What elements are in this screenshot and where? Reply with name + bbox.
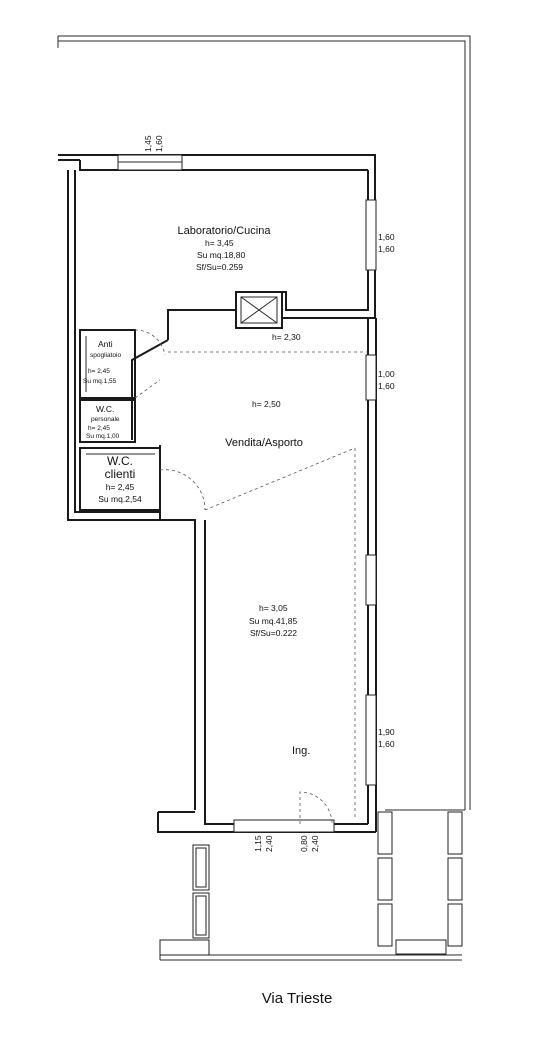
window-right-2 bbox=[365, 354, 377, 401]
window-right-3 bbox=[365, 554, 377, 606]
dimension-right-window-3: 1,90 1,60 bbox=[378, 727, 395, 749]
room-ratio: Sf/Su=0.259 bbox=[196, 262, 243, 272]
dimension-bottom-left: 1,15 2,40 bbox=[253, 835, 274, 852]
dim-width: 1,00 bbox=[378, 369, 395, 379]
room-height: h= 3,45 bbox=[205, 238, 234, 248]
room-name-2: clienti bbox=[105, 467, 136, 481]
dim-height: 1,60 bbox=[378, 244, 395, 254]
room-height: h= 2,45 bbox=[88, 368, 110, 375]
room-anti: Anti spogliatoio h= 2,45 Su mq.1,55 bbox=[83, 339, 121, 385]
dimension-right-window-1: 1,60 1,60 bbox=[378, 232, 395, 254]
room-area: Su mq.2,54 bbox=[98, 494, 142, 504]
room-ratio: Sf/Su=0.222 bbox=[250, 628, 297, 638]
dim-width: 0,80 bbox=[299, 835, 309, 852]
street-label: Via Trieste bbox=[262, 990, 333, 1007]
room-area: Su mq.1,00 bbox=[86, 433, 120, 440]
door-swings bbox=[134, 329, 368, 825]
room-height-upper: h= 2,50 bbox=[252, 399, 281, 409]
room-wc-personale: W.C. personale h= 2,45 Su mq.1,00 bbox=[86, 404, 120, 440]
room-area: Su mq.18,80 bbox=[197, 250, 245, 260]
room-name: Laboratorio/Cucina bbox=[178, 225, 272, 237]
room-name: W.C. bbox=[107, 454, 133, 468]
room-height: h= 2,30 bbox=[272, 332, 301, 342]
shaft bbox=[235, 291, 283, 329]
room-name: Anti bbox=[98, 339, 113, 349]
dim-height: 1,60 bbox=[378, 381, 395, 391]
room-subname: spogliatoio bbox=[90, 352, 121, 359]
room-area: Su mq.1,55 bbox=[83, 378, 117, 385]
window-right-1 bbox=[365, 199, 377, 271]
room-name: Vendita/Asporto bbox=[225, 437, 303, 449]
entrance-label: Ing. bbox=[292, 745, 310, 757]
room-vendita: h= 2,50 Vendita/Asporto h= 3,05 Su mq.41… bbox=[225, 399, 310, 757]
room-height: h= 3,05 bbox=[259, 603, 288, 613]
dim-width: 1,90 bbox=[378, 727, 395, 737]
room-area: Su mq.41,85 bbox=[249, 616, 297, 626]
window-right-4 bbox=[365, 694, 377, 786]
dim-width: 1,60 bbox=[378, 232, 395, 242]
dim-height: 2,40 bbox=[310, 835, 320, 852]
dimension-right-window-2: 1,00 1,60 bbox=[378, 369, 395, 391]
planters bbox=[159, 811, 463, 956]
dim-width: 1,15 bbox=[253, 835, 263, 852]
room-laboratorio: Laboratorio/Cucina h= 3,45 Su mq.18,80 S… bbox=[178, 225, 272, 272]
dim-width: 1,45 bbox=[143, 135, 153, 152]
room-corridor: h= 2,30 bbox=[272, 332, 301, 342]
room-wc-clienti: W.C. clienti h= 2,45 Su mq.2,54 bbox=[98, 454, 142, 504]
windows bbox=[117, 154, 377, 833]
dimension-top-window: 1,45 1,60 bbox=[143, 135, 164, 152]
dim-height: 1,60 bbox=[154, 135, 164, 152]
window-bottom bbox=[233, 819, 335, 833]
room-subname: personale bbox=[91, 416, 120, 423]
room-name: W.C. bbox=[96, 404, 114, 414]
interior-walls bbox=[79, 329, 161, 511]
dim-height: 2,40 bbox=[264, 835, 274, 852]
dim-height: 1,60 bbox=[378, 739, 395, 749]
room-height: h= 2,45 bbox=[106, 482, 135, 492]
room-height: h= 2,45 bbox=[88, 425, 110, 432]
dimension-bottom-right: 0,80 2,40 bbox=[299, 835, 320, 852]
